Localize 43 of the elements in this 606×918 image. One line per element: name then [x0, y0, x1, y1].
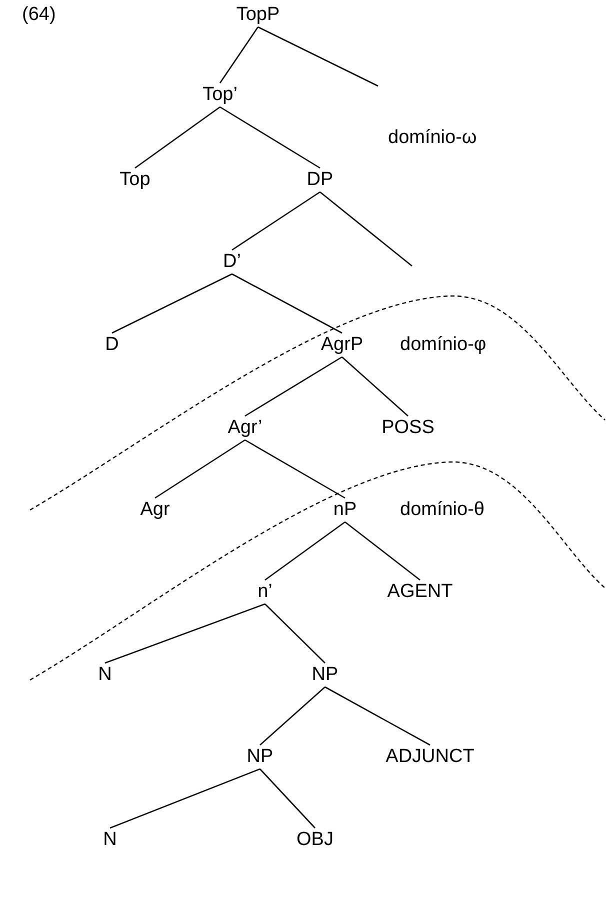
- tree-node-label: N: [103, 829, 117, 851]
- tree-node-label: nP: [333, 499, 357, 521]
- tree-branch: [134, 106, 220, 169]
- tree-branch: [264, 604, 326, 664]
- tree-node-label: POSS: [382, 417, 434, 439]
- tree-node-label: AgrP: [320, 334, 364, 356]
- domain-label: domínio-φ: [400, 334, 486, 356]
- tree-node-label: D: [105, 334, 119, 356]
- tree-node-label: NP: [312, 664, 338, 686]
- example-number: (64): [22, 4, 56, 26]
- domain-label: domínio-θ: [400, 499, 484, 521]
- tree-node-label: AGENT: [387, 581, 453, 603]
- tree-branch: [232, 273, 342, 334]
- tree-node-label: ADJUNCT: [386, 746, 474, 768]
- tree-branch: [232, 191, 320, 251]
- tree-node-label: Top’: [202, 84, 238, 106]
- tree-branch: [344, 521, 420, 581]
- tree-branch: [220, 106, 320, 169]
- tree-node-label: Agr’: [228, 417, 262, 439]
- tree-node-label: n’: [258, 581, 272, 603]
- domain-label: domínio-ω: [388, 127, 477, 149]
- tree-branch: [260, 686, 326, 746]
- tree-branch: [342, 356, 408, 416]
- tree-branch: [244, 439, 346, 499]
- tree-node-label: DP: [306, 169, 334, 191]
- tree-branch: [104, 603, 266, 664]
- tree-branch: [320, 192, 412, 266]
- tree-node-label: OBJ: [296, 829, 334, 851]
- tree-node-label: TopP: [236, 4, 280, 26]
- tree-branch: [264, 521, 346, 581]
- tree-branch: [258, 26, 378, 87]
- tree-node-label: Top: [120, 169, 150, 191]
- tree-branch: [324, 686, 430, 746]
- tree-branch: [219, 26, 259, 84]
- tree-branch: [110, 768, 260, 829]
- tree-node-label: Agr: [140, 499, 170, 521]
- tree-node-label: NP: [246, 746, 274, 768]
- tree-node-label: D’: [223, 251, 241, 273]
- tree-node-label: N: [98, 664, 112, 686]
- tree-branch: [154, 439, 246, 499]
- tree-branch: [244, 356, 342, 417]
- tree-branch: [260, 768, 316, 828]
- tree-branch: [112, 273, 232, 334]
